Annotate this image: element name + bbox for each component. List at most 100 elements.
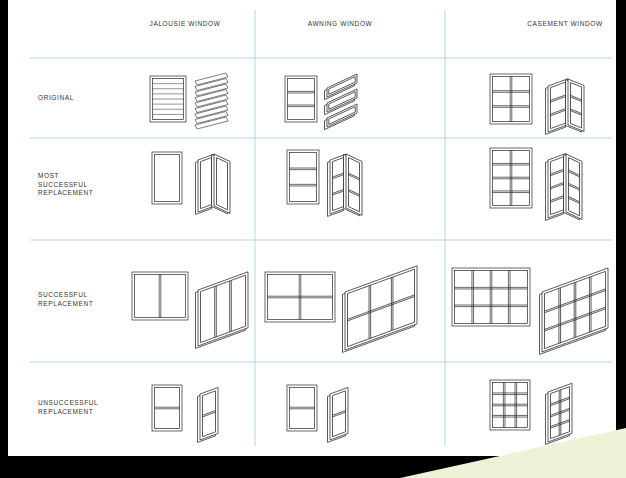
grid-line — [30, 58, 612, 59]
jalousie-slat — [195, 117, 228, 129]
window-frame — [285, 76, 317, 122]
window-frame — [330, 387, 348, 440]
window-sketch — [546, 153, 567, 220]
window-frame — [265, 272, 335, 322]
window-frame — [150, 76, 186, 122]
window-sketch — [343, 266, 418, 353]
window-muntin — [551, 171, 564, 176]
window-muntin — [493, 178, 530, 179]
window-muntin — [551, 110, 566, 115]
window-sash — [551, 157, 564, 215]
window-muntin — [155, 408, 180, 409]
window-frame — [132, 272, 188, 320]
window-muntin — [493, 394, 528, 395]
window-muntin — [493, 177, 530, 178]
window-muntin — [288, 91, 315, 92]
window-muntin — [510, 77, 511, 122]
window-sketch — [265, 272, 335, 322]
window-muntin — [545, 309, 606, 331]
window-sash — [569, 158, 580, 216]
window-muntin — [551, 399, 570, 406]
window-sash — [290, 153, 317, 202]
window-sketch — [287, 385, 317, 431]
window-frame — [490, 380, 530, 430]
window-muntin — [560, 288, 561, 343]
window-muntin — [493, 90, 530, 91]
window-muntin — [551, 184, 564, 189]
window-sketch — [132, 272, 188, 320]
window-sketch — [564, 153, 583, 221]
window-frame — [152, 152, 182, 204]
window-sketch — [198, 387, 219, 442]
window-muntin — [516, 383, 517, 428]
window-frame — [152, 385, 182, 431]
window-muntin — [551, 420, 570, 427]
window-muntin — [545, 307, 606, 329]
grid-line — [445, 10, 446, 446]
window-muntin — [333, 412, 346, 417]
window-muntin — [551, 421, 570, 428]
window-muntin — [589, 277, 590, 332]
window-frame — [345, 266, 417, 350]
window-muntin — [551, 397, 570, 404]
window-slat — [153, 99, 184, 100]
window-muntin — [545, 289, 606, 311]
window-muntin — [300, 275, 301, 320]
window-muntin — [290, 407, 315, 408]
window-frame — [452, 268, 530, 326]
column-header: CASEMENT WINDOW — [527, 20, 602, 29]
window-muntin — [473, 271, 474, 324]
window-muntin — [510, 151, 511, 206]
window-muntin — [369, 286, 370, 339]
window-frame — [490, 74, 532, 124]
window-sash — [135, 275, 186, 318]
window-muntin — [349, 175, 360, 180]
window-sash — [201, 275, 246, 342]
window-muntin — [455, 305, 528, 306]
window-muntin — [511, 77, 512, 122]
window-sash — [348, 269, 415, 346]
window-muntin — [493, 404, 528, 405]
window-sketch — [328, 387, 349, 442]
window-sash — [290, 388, 315, 429]
window-slat — [153, 109, 184, 110]
row-label: SUCCESSFUL REPLACEMENT — [38, 291, 102, 309]
window-muntin — [575, 282, 576, 337]
window-muntin — [545, 291, 606, 313]
window-muntin — [493, 417, 528, 418]
window-muntin — [551, 410, 570, 417]
window-muntin — [229, 281, 230, 332]
window-muntin — [391, 278, 392, 331]
window-sash — [201, 158, 212, 209]
window-sketch — [285, 76, 317, 122]
window-frame — [327, 104, 357, 127]
window-frame — [566, 154, 582, 219]
window-sash — [153, 79, 184, 120]
window-muntin — [493, 165, 530, 166]
window-muntin — [471, 271, 472, 324]
window-frame — [287, 385, 317, 431]
window-muntin — [160, 275, 161, 318]
window-muntin — [203, 412, 216, 417]
window-sketch — [540, 268, 609, 354]
window-muntin — [508, 271, 509, 324]
window-muntin — [290, 408, 315, 409]
window-sash — [551, 387, 570, 439]
window-sash — [155, 155, 180, 202]
window-muntin — [214, 286, 215, 337]
window-frame — [214, 154, 230, 213]
window-frame — [287, 150, 319, 204]
window-muntin — [510, 271, 511, 324]
grid-line — [30, 240, 612, 241]
window-frame — [346, 154, 362, 215]
window-sketch — [196, 272, 249, 349]
window-muntin — [571, 97, 582, 101]
grid-line — [30, 362, 612, 363]
window-muntin — [491, 271, 492, 324]
window-slat — [153, 88, 184, 89]
window-sketch — [152, 385, 182, 431]
window-sketch — [152, 152, 182, 204]
window-muntin — [231, 280, 232, 331]
